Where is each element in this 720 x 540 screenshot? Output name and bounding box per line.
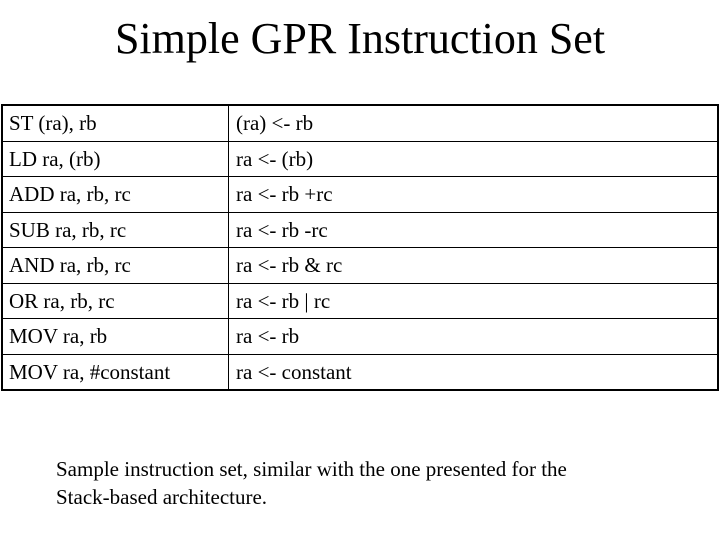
operation-cell: ra <- (rb)	[228, 140, 719, 177]
table-row: SUB ra, rb, rc ra <- rb -rc	[1, 211, 719, 248]
operation-cell: (ra) <- rb	[228, 104, 719, 142]
operation-cell: ra <- rb & rc	[228, 247, 719, 284]
instruction-cell: SUB ra, rb, rc	[1, 211, 229, 248]
slide-title: Simple GPR Instruction Set	[114, 14, 606, 63]
instruction-cell: ST (ra), rb	[1, 104, 229, 142]
table-row: LD ra, (rb) ra <- (rb)	[1, 140, 719, 177]
operation-cell: ra <- rb	[228, 318, 719, 355]
operation-cell: ra <- rb | rc	[228, 282, 719, 319]
instruction-cell: LD ra, (rb)	[1, 140, 229, 177]
instruction-table: ST (ra), rb (ra) <- rb LD ra, (rb) ra <-…	[1, 104, 719, 391]
table-row: AND ra, rb, rc ra <- rb & rc	[1, 247, 719, 284]
caption-line: Stack-based architecture.	[56, 485, 268, 509]
table-row: OR ra, rb, rc ra <- rb | rc	[1, 282, 719, 319]
instruction-cell: OR ra, rb, rc	[1, 282, 229, 319]
table-row: ST (ra), rb (ra) <- rb	[1, 104, 719, 142]
instruction-cell: MOV ra, rb	[1, 318, 229, 355]
operation-cell: ra <- rb +rc	[228, 176, 719, 213]
table-row: MOV ra, rb ra <- rb	[1, 318, 719, 355]
table-row: ADD ra, rb, rc ra <- rb +rc	[1, 176, 719, 213]
slide-caption: Sample instruction set, similar with the…	[56, 455, 696, 511]
operation-cell: ra <- constant	[228, 353, 719, 391]
instruction-cell: ADD ra, rb, rc	[1, 176, 229, 213]
instruction-cell: MOV ra, #constant	[1, 353, 229, 391]
instruction-cell: AND ra, rb, rc	[1, 247, 229, 284]
table-row: MOV ra, #constant ra <- constant	[1, 353, 719, 391]
caption-line: Sample instruction set, similar with the…	[56, 457, 567, 481]
operation-cell: ra <- rb -rc	[228, 211, 719, 248]
